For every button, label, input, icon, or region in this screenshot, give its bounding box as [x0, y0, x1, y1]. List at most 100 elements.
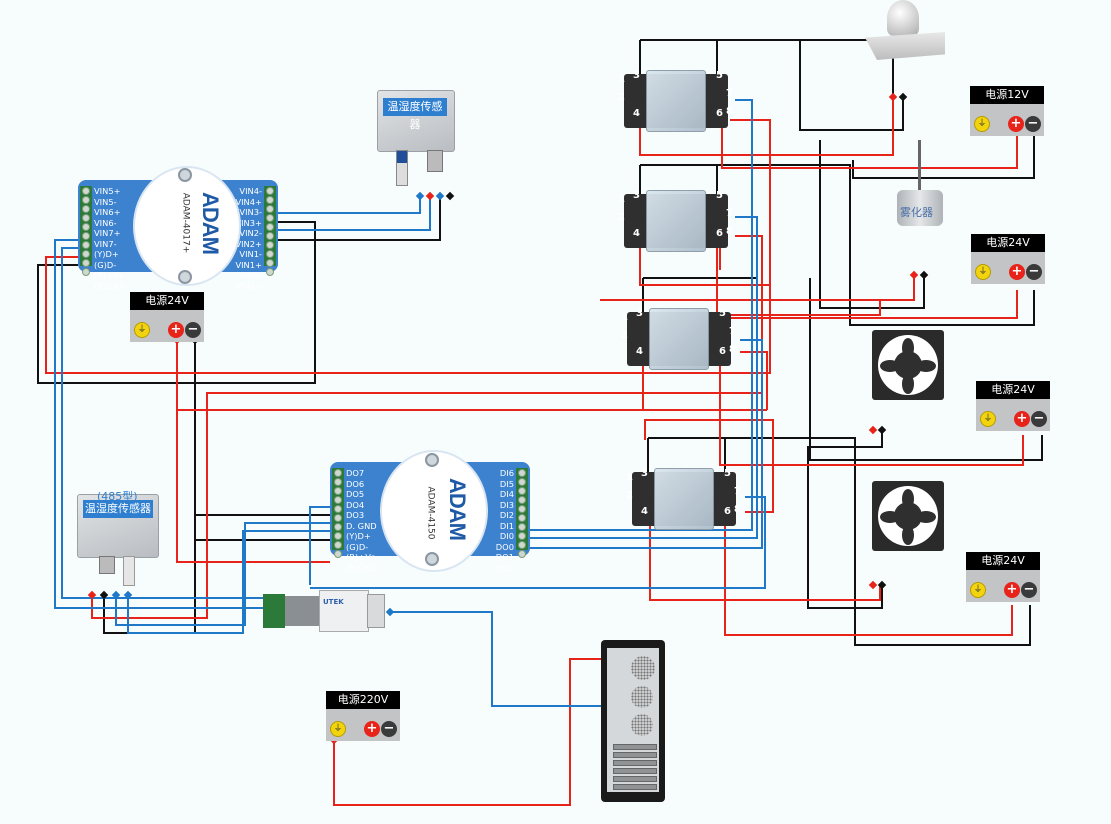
negative-terminal-icon[interactable]: − — [381, 721, 397, 737]
ground-terminal-icon[interactable]: ⏚ — [970, 582, 986, 598]
pin-label: 6 — [719, 346, 726, 357]
left-terminal-block — [80, 186, 92, 276]
power-supply-24v-atomizer[interactable]: 电源24V ⏚ + − — [971, 234, 1045, 284]
ground-terminal-icon[interactable]: ⏚ — [974, 116, 990, 132]
pin-label: 7 — [726, 208, 733, 219]
power-supply-24v-adam[interactable]: 电源24V ⏚ + − — [130, 292, 204, 342]
relay-cover — [649, 308, 709, 370]
cable-gland-icon — [99, 556, 115, 574]
wire — [639, 97, 894, 156]
positive-terminal-icon[interactable]: + — [1014, 411, 1030, 427]
positive-terminal-icon[interactable]: + — [364, 721, 380, 737]
wire — [852, 135, 1035, 179]
pin-label: DI5 — [499, 478, 514, 489]
left-pin-labels: DO7 DO6 DO5 DO4 DO3 D. GND (Y)D+ (G)D- (… — [346, 468, 377, 573]
negative-terminal-icon[interactable]: − — [185, 322, 201, 338]
power-supply-24v-fan1[interactable]: 电源24V ⏚ + − — [976, 381, 1050, 431]
positive-terminal-icon[interactable]: + — [168, 322, 184, 338]
analog-temp-humidity-sensor[interactable]: 温湿度传感器 — [375, 90, 455, 195]
rs232-rs485-converter[interactable]: UTEK — [263, 590, 388, 632]
screw-icon — [425, 453, 439, 467]
marker — [877, 580, 887, 590]
vent-grill-icon — [631, 656, 655, 680]
relay-2[interactable]: 1 2 3 4 5 6 7 8 — [616, 190, 736, 252]
positive-terminal-icon[interactable]: + — [1008, 116, 1024, 132]
pin-label: 1 — [621, 312, 628, 323]
fan-blade-icon — [916, 511, 936, 523]
fan-blade-icon — [902, 489, 914, 509]
power-supply-24v-fan2[interactable]: 电源24V ⏚ + − — [966, 552, 1040, 602]
positive-terminal-icon[interactable]: + — [1004, 582, 1020, 598]
fan-blade-icon — [880, 511, 900, 523]
pin-label: 4 — [633, 108, 640, 119]
pin-label: 3 — [633, 190, 640, 201]
pin-label: 2 — [618, 92, 625, 103]
pin-label: 8 — [726, 226, 733, 237]
pin-label: VIN6+ — [94, 207, 121, 217]
power-supply-220v[interactable]: 电源220V ⏚ + − — [326, 691, 400, 741]
ground-terminal-icon[interactable]: ⏚ — [980, 411, 996, 427]
marker — [919, 270, 929, 280]
model-label: ADAM-4150 — [425, 486, 436, 540]
pin-label: 7 — [729, 326, 736, 337]
wire — [176, 340, 330, 563]
ground-terminal-icon[interactable]: ⏚ — [975, 264, 991, 280]
atomizer[interactable]: 雾化器 — [897, 140, 943, 240]
wire — [274, 196, 421, 214]
negative-terminal-icon[interactable]: − — [1021, 582, 1037, 598]
wires-red — [45, 97, 1024, 806]
negative-terminal-icon[interactable]: − — [1031, 411, 1047, 427]
fan-blade-icon — [902, 338, 914, 358]
pin-label: 6 — [724, 506, 731, 517]
pin-label: DO1 — [495, 552, 514, 562]
pin-label: 1 — [618, 194, 625, 205]
ground-terminal-icon[interactable]: ⏚ — [134, 322, 150, 338]
wire — [333, 658, 610, 806]
pin-label: 1 — [626, 472, 633, 483]
power-supply-12v[interactable]: 电源12V ⏚ + − — [970, 86, 1044, 136]
relay-1[interactable]: 1 2 3 4 5 6 7 8 — [616, 70, 736, 132]
computer-tower[interactable] — [601, 640, 665, 802]
sensor-label: 温湿度传感器 — [383, 98, 447, 131]
adam-4150-module[interactable]: DO7 DO6 DO5 DO4 DO3 D. GND (Y)D+ (G)D- (… — [330, 450, 530, 573]
fan-1[interactable] — [872, 330, 944, 400]
wire — [176, 393, 767, 411]
wire — [45, 119, 771, 374]
ground-terminal-icon[interactable]: ⏚ — [330, 721, 346, 737]
pin-label: DO2 — [495, 562, 514, 573]
atomizer-cable-icon — [918, 140, 921, 190]
wire — [115, 522, 330, 626]
marker — [425, 191, 435, 201]
pin-label: 4 — [633, 228, 640, 239]
wire — [639, 165, 718, 198]
negative-terminal-icon[interactable]: − — [1025, 116, 1041, 132]
pin-label: VIN1+ — [235, 259, 262, 270]
wire — [520, 339, 763, 549]
rs485-temp-humidity-sensor[interactable]: (485型) 温湿度传感器 — [75, 488, 165, 588]
pin-label: 5 — [724, 468, 731, 479]
relay-4[interactable]: 1 2 3 4 5 6 7 8 — [624, 468, 744, 530]
relay-cover — [646, 70, 706, 132]
left-terminal-block — [332, 468, 344, 558]
expansion-slot — [613, 744, 657, 750]
wire — [735, 235, 763, 350]
pin-label: DI4 — [499, 489, 514, 499]
pin-label: 5 — [716, 70, 723, 81]
pin-label: 2 — [626, 490, 633, 501]
converter-brand: UTEK — [323, 598, 344, 606]
pin-label: 8 — [729, 344, 736, 355]
pin-label: 7 — [734, 486, 741, 497]
positive-terminal-icon[interactable]: + — [1009, 264, 1025, 280]
wire — [600, 275, 915, 301]
negative-terminal-icon[interactable]: − — [1026, 264, 1042, 280]
adam-4017-module[interactable]: VIN5+ VIN5- VIN6+ VIN6- VIN7+ VIN7- (Y)D… — [78, 166, 278, 291]
pin-label: VIN5+ — [94, 186, 121, 196]
warning-lamp[interactable] — [865, 0, 945, 65]
fan-2[interactable] — [872, 481, 944, 551]
wire — [390, 611, 610, 707]
relay-3[interactable]: 1 2 3 4 5 6 7 8 — [619, 308, 739, 370]
converter-body — [319, 590, 369, 632]
pin-label: 2 — [618, 212, 625, 223]
psu-label: 电源12V — [970, 86, 1044, 104]
wire — [644, 419, 774, 513]
